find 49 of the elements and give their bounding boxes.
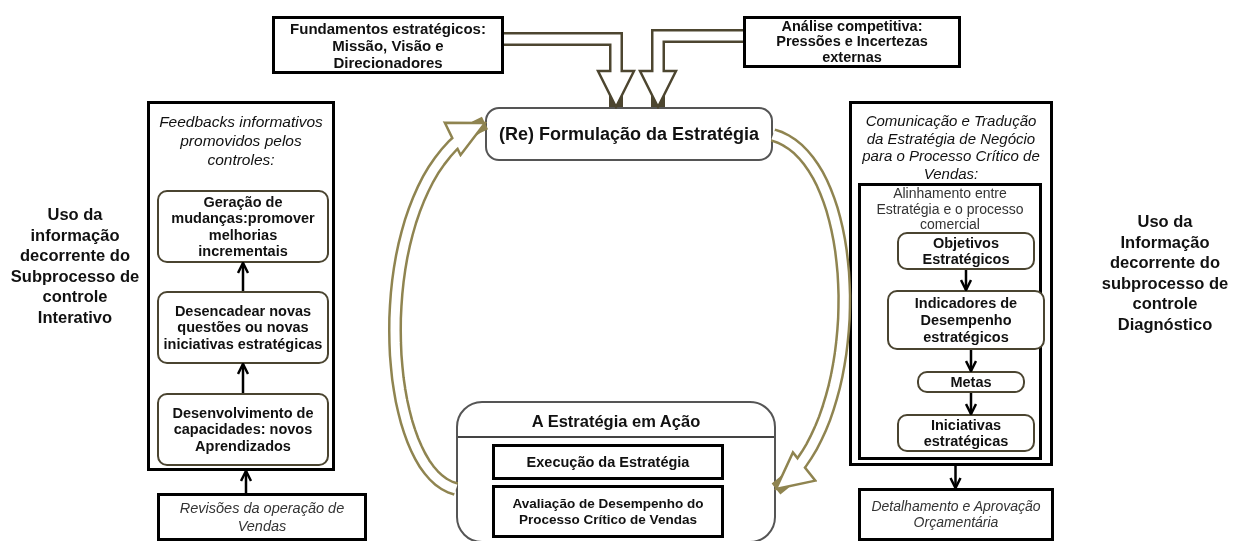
step-box	[887, 290, 1045, 350]
process-box	[485, 107, 773, 161]
group-panel	[456, 401, 776, 541]
group-panel	[858, 183, 1042, 460]
side-label: Uso da informação decorrente do Subprocesso de controle Interativo	[9, 204, 141, 327]
side-label: Uso da Informação decorrente do subprocesso de controle Diagnóstico	[1100, 211, 1230, 334]
node-text: Desencadear novas questões ou novas iniciativas estratégicas	[162, 302, 324, 353]
step-box	[897, 232, 1035, 270]
step-box	[157, 291, 329, 364]
node-text: Feedbacks informativos promovidos pelos controles:	[158, 112, 324, 169]
node-text: Iniciativas estratégicas	[922, 417, 1010, 449]
arrow	[964, 350, 978, 373]
step-box	[897, 414, 1035, 452]
node-text: Indicadores de Desempenho estratégicos	[913, 294, 1019, 346]
node-text: Objetivos Estratégicos	[921, 235, 1011, 267]
note-box	[858, 488, 1054, 541]
step-box	[157, 393, 329, 466]
block-arrow	[770, 128, 852, 495]
node-text: Detalhamento e Aprovação Orçamentária	[870, 499, 1042, 530]
process-box	[492, 485, 724, 538]
node-text: (Re) Formulação da Estratégia	[497, 123, 761, 145]
arrow	[949, 466, 962, 490]
arrow	[239, 469, 253, 493]
input-box	[743, 16, 961, 68]
block-arrow	[504, 32, 636, 109]
arrow	[964, 393, 978, 416]
node-text: Análise competitiva: Pressões e Incertezas externas	[775, 18, 929, 66]
step-box	[157, 190, 329, 263]
node-text: Execução da Estratégia	[525, 453, 691, 471]
note-box	[157, 493, 367, 541]
node-text: Comunicação e Tradução da Estratégia de Negócio para o Processo Crítico de Vendas:	[861, 112, 1041, 182]
arrow	[959, 270, 973, 292]
node-text: Alinhamento entre Estratégia e o processo comercial	[875, 186, 1025, 233]
block-arrow	[638, 29, 743, 109]
node-text: Avaliação de Desempenho do Processo Crítico de Vendas	[511, 496, 705, 527]
group-panel	[147, 101, 335, 471]
arrow	[236, 261, 250, 291]
group-panel	[849, 101, 1053, 466]
node-text: Metas	[949, 374, 993, 390]
node-text: Revisões da operação de Vendas	[178, 499, 346, 535]
input-box	[272, 16, 504, 74]
node-text: Fundamentos estratégicos: Missão, Visão e Direcionadores	[289, 19, 487, 71]
node-text: Geração de mudanças:promover melhorias incrementais	[170, 193, 316, 260]
step-box	[917, 371, 1025, 393]
node-text: Desenvolvimento de capacidades: novos Aprendizados	[171, 404, 315, 455]
process-box	[492, 444, 724, 480]
block-arrow	[388, 116, 489, 496]
arrow	[236, 362, 250, 393]
node-text: A Estratégia em Ação	[530, 411, 702, 431]
